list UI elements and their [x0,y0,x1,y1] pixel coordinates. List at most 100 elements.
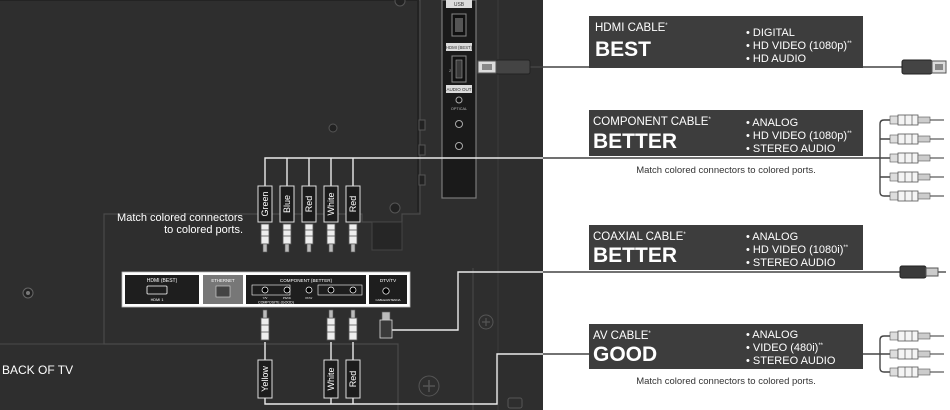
component-plug-4 [889,190,944,202]
rca-plug-icon [282,223,292,245]
connector-label: Red [304,196,314,213]
back-of-tv-label: BACK OF TV [2,363,73,377]
cable-coaxial-type: COAXIAL CABLE* [593,231,686,243]
cable-coaxial-rating: BETTER [593,244,677,267]
connector-sleeve [345,185,361,223]
rca-plug-icon [348,223,358,245]
hdmi-plug-end-icon [901,59,947,75]
rca-plug-icon [260,317,270,341]
cable-component-feature-1: • ANALOG [746,117,798,129]
rca-plug-icon [326,317,336,341]
bottom-connector-2: Red [345,309,361,399]
usb-label-box [446,0,472,8]
connector-sleeve [257,185,273,223]
screw-icon [22,287,34,299]
component-plug-2 [889,152,944,164]
hdmi-port-icon [146,285,168,295]
screw-icon [389,202,401,214]
side-input-panel: USB HDMI (BEST) 2 AUDIO OUT OPTICAL [441,0,477,199]
av-cable-fanout [879,335,890,373]
side-hdmi-port-inner [455,59,463,79]
vent-slot [418,119,426,131]
bottom-connector-0: Yellow [257,309,273,399]
side-panel-usb: USB [454,2,465,8]
rca-plug-icon [897,152,919,164]
port-ethernet-label: ETHERNET [211,278,235,283]
cable-av-rating: GOOD [593,343,657,366]
hdmi-label-box [446,43,472,51]
rca-plug-icon [897,114,919,126]
tv-frame-shadow [0,0,419,212]
cable-box-coaxial-bg [589,225,863,270]
component-plug-3 [889,171,944,183]
coax-plug-tv-icon [379,311,393,339]
audio-out-label-box [446,85,472,93]
cable-box-component-bg [589,110,863,156]
top-connector-2: Red [301,185,317,253]
rca-plug-icon [326,223,336,245]
rca-plug-icon [897,348,919,360]
port-dtv-sub: CABLE/ANTENNA [375,298,400,302]
cable-component-rating: BETTER [593,130,677,153]
cable-box-component: COMPONENT CABLE* BETTER • ANALOG • HD VI… [589,110,863,176]
tv-match-note-line2: to colored ports. [164,224,243,236]
vent-slot [418,174,426,186]
connector-label: Green [260,191,270,216]
mount-slot [507,397,523,409]
top-connector-3: White [323,185,339,253]
rca-plug-icon [897,366,919,378]
bottom-connectors: Yellow White Red [257,309,393,399]
bottom-connector-1: White [323,309,339,399]
cable-component-feature-3: • STEREO AUDIO [746,143,836,155]
connector-label: Red [348,196,358,213]
port-panel: HDMI (BEST) HDMI 1 ETHERNET COMPONENT (B… [121,271,411,308]
connector-label: White [326,367,336,390]
usb-port-inner [455,18,463,32]
screw-icon [394,0,406,7]
port-component-title: COMPONENT (BETTER) [280,278,333,283]
rca-plug-icon [897,330,919,342]
rca-plug-icon [348,317,358,341]
port-composite-label: COMPOSITE (GOOD) [258,301,294,305]
audio-r-jack [349,286,357,294]
cable-av-note: Match colored connectors to colored port… [636,376,816,387]
cable-av-feature-3: • STEREO AUDIO [746,355,836,367]
optical-port [455,96,463,104]
rca-plug-icon [897,171,919,183]
cable-coaxial-feature-3: • STEREO AUDIO [746,257,836,269]
cable-box-hdmi: HDMI CABLE* BEST • DIGITAL • HD VIDEO (1… [589,16,863,68]
cable-av-feature-1: • ANALOG [746,329,798,341]
rca-plug-icon [897,190,919,202]
tv-match-note-line1: Match colored connectors [117,212,243,224]
component-y-jack [261,286,269,294]
cable-box-coaxial: COAXIAL CABLE* BETTER • ANALOG • HD VIDE… [589,225,863,270]
port-comp-sub-1: Y/V [263,296,268,300]
tv-frame-outline [0,0,421,410]
connector-label: Yellow [260,366,270,392]
audio-jack-group [317,284,363,296]
connector-sleeve [257,359,273,399]
port-hdmi-label: HDMI (BEST) [147,278,178,284]
connector-label: Red [348,371,358,388]
rca-plug-icon [304,223,314,245]
cable-coaxial-feature-1: • ANALOG [746,231,798,243]
connector-sleeve [345,359,361,399]
audio-l-jack [327,286,335,294]
side-hdmi-num: 2 [449,68,452,73]
rca-plug-icon [897,133,919,145]
cable-hdmi-feature-3: • HD AUDIO [746,53,807,65]
connector-sleeve [323,359,339,399]
connector-sleeve [301,185,317,223]
cable-hdmi-feature-2: • HD VIDEO (1080p)** [746,40,852,52]
cable-hdmi-rating: BEST [595,38,651,61]
coax-jack [382,287,390,295]
cable-hdmi-type: HDMI CABLE* [595,22,668,34]
cable-hdmi-feature-1: • DIGITAL [746,27,795,39]
cable-label-boxes: HDMI CABLE* BEST • DIGITAL • HD VIDEO (1… [589,16,863,387]
vent-slot [418,144,426,156]
component-plug-1 [889,133,944,145]
cable-box-av-bg [589,324,863,369]
port-hdmi-sub: HDMI 1 [151,298,164,302]
